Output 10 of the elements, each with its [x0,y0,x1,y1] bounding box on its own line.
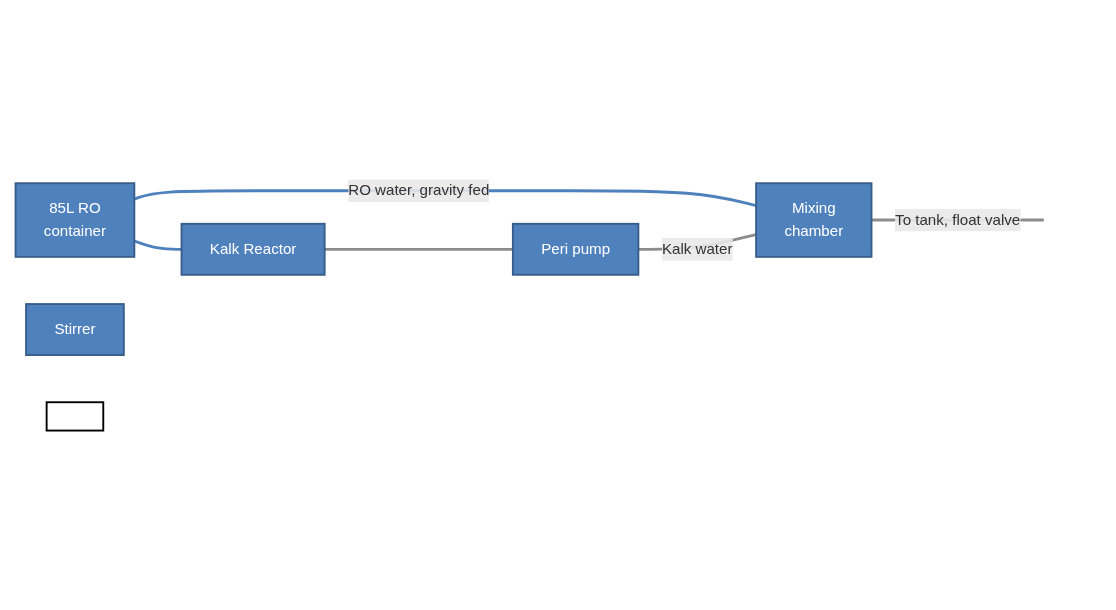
edge-label: Kalk water [661,240,733,257]
node-box: Peri pump [511,222,640,276]
node-box [45,401,105,432]
node-box: Kalk Reactor [180,222,326,276]
connector [324,247,513,251]
edge-label: RO water, gravity fed [348,182,490,199]
node-box: Mixing chamber [755,182,873,258]
edge-label: To tank, float valve [895,211,1021,228]
node-box: Stirrer [25,303,125,356]
node-box: 85L RO container [14,182,136,258]
